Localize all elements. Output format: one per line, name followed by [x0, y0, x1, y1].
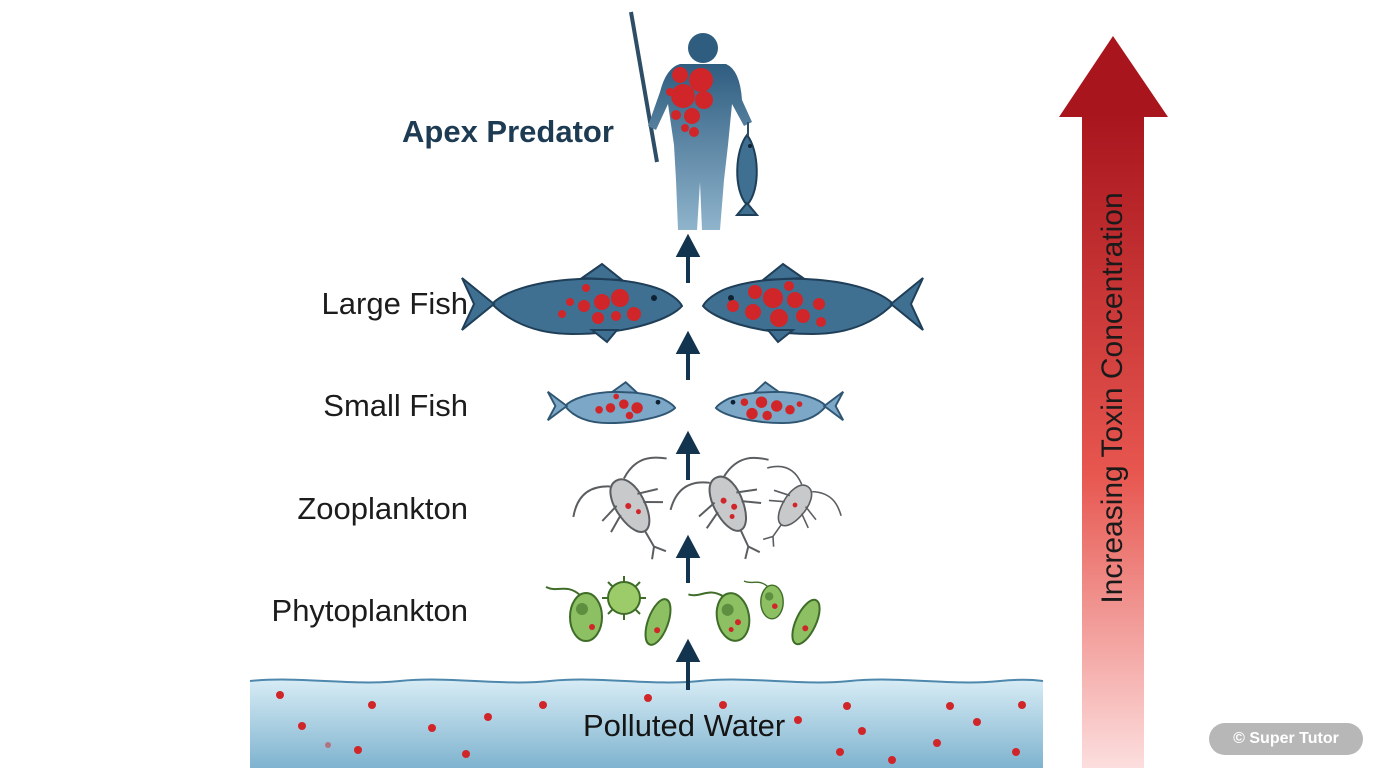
zooplankton-icon-3: [731, 457, 847, 570]
small-fish-right-icon: [714, 381, 845, 425]
phytoplankton-icon-4: [687, 583, 754, 649]
zooplankton-icon-2: [663, 448, 804, 580]
phytoplankton-label: Phytoplankton: [271, 593, 468, 628]
flow-arrows: [675, 233, 701, 690]
zooplankton-label: Zooplankton: [297, 491, 468, 526]
polluted-water: [249, 678, 1044, 768]
zooplankton-icon-1: [564, 447, 708, 584]
phytoplankton-icon-1: [545, 586, 603, 642]
toxin-concentration-arrow: [1059, 36, 1168, 768]
polluted-water-label: Polluted Water: [583, 708, 786, 743]
apex-predator-label: Apex Predator: [402, 114, 614, 149]
human-icon: [629, 11, 760, 230]
toxin-arrow-label: Increasing Toxin Concentration: [1096, 192, 1129, 604]
large-fish-right-icon: [702, 263, 924, 343]
small-fish-label: Small Fish: [323, 388, 468, 423]
phytoplankton-icon-3: [644, 598, 672, 646]
toxin-particles: [276, 691, 1026, 764]
phytoplankton-icon-2: [602, 576, 646, 620]
watermark-badge: © Super Tutor: [1209, 723, 1363, 755]
small-fish-left-icon: [546, 381, 677, 425]
large-fish-left-icon: [461, 263, 683, 343]
phytoplankton-icon-6: [791, 598, 821, 646]
phytoplankton-icon-5: [743, 580, 784, 620]
large-fish-label: Large Fish: [321, 286, 468, 321]
